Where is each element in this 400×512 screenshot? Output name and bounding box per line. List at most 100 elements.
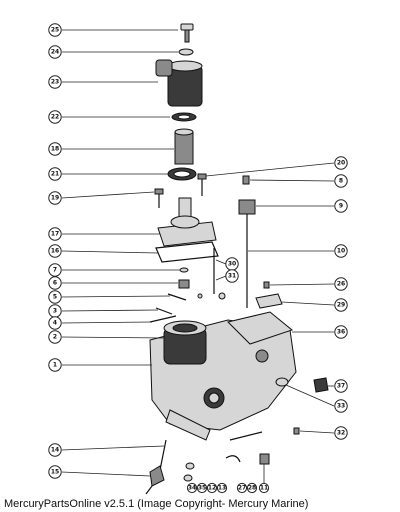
callout-circle <box>48 23 62 37</box>
callout-label: 6 <box>53 280 57 287</box>
callout-9: 9 <box>334 199 348 213</box>
callout-27: 27 <box>236 482 248 494</box>
callout-circle <box>216 482 228 494</box>
callout-label: 37 <box>337 383 345 390</box>
callout-circle <box>334 379 348 393</box>
callout-label: 15 <box>51 469 59 476</box>
callout-circle <box>334 325 348 339</box>
callout-1: 1 <box>48 358 62 372</box>
callout-label: 16 <box>51 248 59 255</box>
callout-35: 35 <box>196 482 208 494</box>
callout-21: 21 <box>48 167 62 181</box>
callout-circle <box>334 277 348 291</box>
callout-29: 29 <box>334 298 348 312</box>
callout-circle <box>48 45 62 59</box>
parts-illustration <box>145 23 329 495</box>
callout-28: 28 <box>246 482 258 494</box>
callout-circle <box>186 482 198 494</box>
callout-circle <box>334 426 348 440</box>
callout-37: 37 <box>334 379 348 393</box>
callout-label: 20 <box>337 160 345 167</box>
callout-circle <box>48 263 62 277</box>
callout-18: 18 <box>48 142 62 156</box>
callout-circle <box>48 110 62 124</box>
callout-label: 5 <box>53 294 57 301</box>
callout-circle <box>225 269 239 283</box>
callout-label: 32 <box>337 430 345 437</box>
callout-16: 16 <box>48 244 62 258</box>
callout-30: 30 <box>225 257 239 271</box>
callout-circle <box>334 199 348 213</box>
callout-31: 31 <box>225 269 239 283</box>
callout-circle <box>334 174 348 188</box>
callout-11: 11 <box>258 482 270 494</box>
callout-circle <box>48 167 62 181</box>
callout-label: 31 <box>228 273 236 280</box>
callout-label: 29 <box>337 302 345 309</box>
callout-circle <box>48 443 62 457</box>
callout-label: 9 <box>339 203 343 210</box>
callout-12: 12 <box>206 482 218 494</box>
callout-circle <box>48 290 62 304</box>
callout-label: 25 <box>51 27 59 34</box>
callout-circle <box>334 244 348 258</box>
callout-34: 34 <box>186 482 198 494</box>
callout-circle <box>236 482 248 494</box>
callout-label: 24 <box>51 49 59 56</box>
callout-label: 19 <box>51 195 59 202</box>
callout-circle <box>48 330 62 344</box>
callout-20: 20 <box>334 156 348 170</box>
callout-17: 17 <box>48 227 62 241</box>
callout-14: 14 <box>48 443 62 457</box>
callout-label: 8 <box>339 178 343 185</box>
callout-label: 33 <box>337 403 345 410</box>
callout-15: 15 <box>48 465 62 479</box>
callout-label: 14 <box>51 447 59 454</box>
copyright-footer: MercuryPartsOnline v2.5.1 (Image Copyrig… <box>4 498 309 510</box>
callout-22: 22 <box>48 110 62 124</box>
callout-label: 27 <box>238 485 246 492</box>
callout-circle <box>48 75 62 89</box>
callout-label: 11 <box>260 485 268 492</box>
callout-13: 13 <box>216 482 228 494</box>
callout-circle <box>334 399 348 413</box>
callout-label: 3 <box>53 308 57 315</box>
callout-circle <box>48 191 62 205</box>
callout-circle <box>48 358 62 372</box>
callout-circle <box>48 276 62 290</box>
callout-circle <box>206 482 218 494</box>
callout-7: 7 <box>48 263 62 277</box>
callout-26: 26 <box>334 277 348 291</box>
callout-group: 2524232218211917167653421141520891030312… <box>48 23 348 494</box>
callout-10: 10 <box>334 244 348 258</box>
callout-label: 22 <box>51 114 59 121</box>
callout-circle <box>196 482 208 494</box>
callout-label: 26 <box>337 281 345 288</box>
callout-label: 2 <box>53 334 57 341</box>
callout-23: 23 <box>48 75 62 89</box>
callout-4: 4 <box>48 316 62 330</box>
callout-circle <box>48 316 62 330</box>
callout-circle <box>334 298 348 312</box>
callout-2: 2 <box>48 330 62 344</box>
callout-label: 12 <box>208 485 216 492</box>
callout-label: 30 <box>228 261 236 268</box>
callout-19: 19 <box>48 191 62 205</box>
callout-label: 35 <box>198 485 206 492</box>
callout-24: 24 <box>48 45 62 59</box>
callout-label: 7 <box>53 267 57 274</box>
callout-label: 36 <box>337 329 345 336</box>
callout-label: 28 <box>248 485 256 492</box>
callout-label: 23 <box>51 79 59 86</box>
callout-label: 17 <box>51 231 59 238</box>
callout-circle <box>334 156 348 170</box>
callout-circle <box>246 482 258 494</box>
callout-32: 32 <box>334 426 348 440</box>
callout-25: 25 <box>48 23 62 37</box>
callout-label: 34 <box>188 485 196 492</box>
callout-circle <box>48 465 62 479</box>
callout-label: 10 <box>337 248 345 255</box>
callout-8: 8 <box>334 174 348 188</box>
